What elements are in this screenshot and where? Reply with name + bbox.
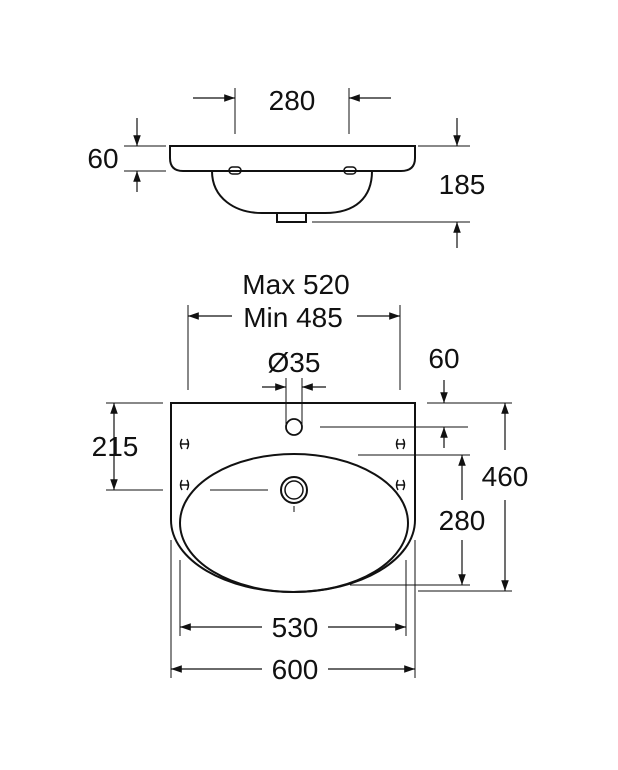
tap-hole-diameter-label: Ø35 — [268, 347, 321, 378]
waste-outlet — [280, 476, 308, 504]
side-view-rim — [169, 145, 416, 172]
rim-height-label: 60 — [87, 143, 118, 174]
basin-bowl — [179, 453, 409, 593]
bracket-height-label: 215 — [92, 431, 139, 462]
bracket-max-label: Max 520 — [242, 269, 349, 300]
total-width-dimension: 600 — [170, 540, 416, 685]
side-view-bowl — [211, 170, 373, 214]
bowl-depth-label: 280 — [439, 505, 486, 536]
side-view-waste — [276, 213, 307, 223]
bracket-height-dimension: 215 — [92, 402, 163, 491]
bowl-width-label: 530 — [272, 612, 319, 643]
basin-outline — [170, 402, 416, 594]
tap-hole-right — [343, 166, 357, 175]
tap-hole-left — [228, 166, 242, 175]
bowl-depth-dimension: 280 — [350, 454, 486, 586]
total-depth-label: 460 — [482, 461, 529, 492]
side-depth-label: 185 — [439, 169, 486, 200]
side-view: 280 60 185 — [87, 85, 485, 248]
total-width-label: 600 — [272, 654, 319, 685]
bracket-min-label: Min 485 — [243, 302, 343, 333]
bracket-spacing-dimension: Max 520 Min 485 — [187, 269, 401, 390]
bowl-width-dimension: 530 — [179, 560, 407, 643]
hole-spacing-dimension: 280 — [193, 85, 391, 134]
tap-hole-diameter-dimension: Ø35 — [262, 347, 326, 430]
bracket-holes — [179, 438, 406, 491]
top-view: Max 520 Min 485 Ø35 60 215 — [92, 269, 529, 685]
total-depth-dimension: 460 — [418, 403, 529, 592]
side-depth-dimension: 185 — [312, 118, 485, 248]
tap-hole-offset-label: 60 — [428, 343, 459, 374]
waste-outlet-inner — [284, 480, 304, 500]
rim-height-dimension: 60 — [87, 118, 166, 192]
tap-hole-offset-dimension: 60 — [320, 343, 512, 448]
tap-hole — [285, 418, 303, 436]
hole-spacing-label: 280 — [269, 85, 316, 116]
